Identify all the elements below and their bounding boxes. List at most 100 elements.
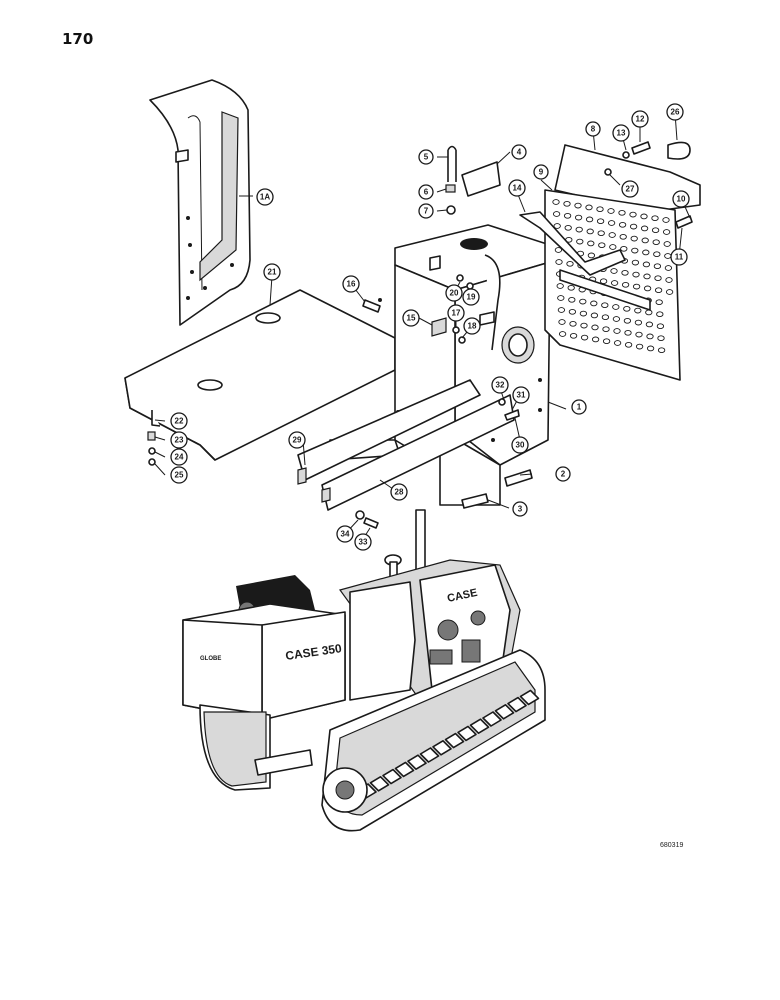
grille-hole (558, 331, 567, 337)
grille-hole (601, 302, 609, 309)
callout-circle (672, 190, 690, 208)
callout-circle (170, 431, 188, 449)
callout-circle (256, 188, 274, 206)
grille-hole (646, 345, 655, 352)
callout-circle (418, 149, 434, 165)
grille-hole (569, 320, 577, 327)
grille-hole (610, 280, 619, 286)
grille-hole (643, 285, 652, 292)
callout-circle (512, 501, 528, 517)
callout-circle (621, 180, 639, 198)
callout-25: 25 (170, 466, 188, 484)
grille-hole (651, 227, 660, 234)
callout-number: 31 (517, 391, 526, 400)
grille-hole (580, 334, 589, 341)
callout-10: 10 (672, 190, 690, 208)
crawler-tractor-illustration: CASE GLOBE CASE 350 (182, 509, 546, 832)
callout-33: 33 (354, 533, 372, 551)
grille-hole (635, 331, 643, 338)
callout-5: 5 (418, 149, 434, 165)
grille-hole (640, 225, 649, 232)
callout-number: 34 (341, 530, 350, 539)
grille-hole (631, 247, 639, 254)
callout-number: 30 (516, 441, 525, 450)
callout-circle (511, 436, 529, 454)
grille-hole (568, 308, 577, 315)
grille-hole (585, 216, 594, 223)
track-shoe (444, 732, 465, 749)
track-shoe (382, 768, 402, 785)
track-shoe (469, 718, 490, 734)
callout-27: 27 (621, 180, 639, 198)
grille-hole (599, 278, 608, 285)
callout-circle (170, 448, 188, 466)
grille-hole (621, 269, 629, 276)
callout-circle (571, 399, 587, 415)
grille-hole (586, 228, 594, 235)
grille-hole (554, 247, 563, 253)
grille-hole (640, 213, 648, 220)
callout-number: 32 (496, 381, 505, 390)
callout-circle (445, 284, 463, 302)
track-shoe (407, 754, 427, 770)
callout-3: 3 (512, 501, 528, 517)
page-number: 170 (62, 30, 94, 48)
callout-15: 15 (402, 309, 420, 327)
grille-hole (569, 332, 578, 339)
hood-panel-21 (124, 289, 396, 461)
track-shoe (432, 740, 452, 756)
callout-23: 23 (170, 431, 188, 449)
grille-hole (662, 229, 671, 235)
grille-assembly-8-9-10 (519, 144, 701, 381)
grille-hole (607, 208, 615, 214)
grille-hole (641, 237, 649, 244)
callout-circle (288, 431, 306, 449)
callout-circle (336, 525, 354, 543)
track-shoe (482, 711, 502, 727)
callout-12: 12 (631, 110, 649, 128)
grille-hole (580, 322, 588, 329)
grille-hole (575, 226, 583, 233)
grille-hole (651, 215, 659, 222)
hardware-fasteners (147, 141, 693, 529)
callout-number: 20 (450, 289, 459, 298)
callout-28: 28 (390, 483, 408, 501)
callout-circle (402, 309, 420, 327)
grille-hole (566, 260, 574, 267)
grille-hole (555, 259, 563, 265)
grille-hole (634, 319, 643, 326)
grille-hole (642, 249, 650, 256)
callout-21: 21 (263, 263, 281, 281)
callout-circle (612, 124, 630, 142)
callout-9: 9 (533, 164, 549, 180)
grille-hole (619, 233, 627, 240)
callout-number: 23 (175, 436, 184, 445)
grille-hole (643, 273, 651, 280)
grille-hole (610, 268, 618, 274)
grille-hole (662, 217, 670, 223)
grille-hole (623, 317, 632, 324)
guard-plates-28-29 (297, 379, 515, 511)
grille-hole (557, 307, 566, 313)
side-panel-1a (149, 79, 251, 326)
grille-hole (621, 281, 630, 288)
grille-hole (657, 347, 666, 354)
callout-17: 17 (447, 304, 465, 322)
grille-hole (632, 283, 641, 290)
grille-hole (597, 230, 605, 237)
callout-30: 30 (511, 436, 529, 454)
callout-circle (585, 121, 601, 137)
callout-number: 11 (675, 253, 684, 262)
grille-hole (596, 218, 605, 225)
figure-code: 680319 (660, 842, 684, 849)
callout-7: 7 (418, 203, 434, 219)
callout-number: 19 (467, 293, 476, 302)
callout-circle (263, 263, 281, 281)
callout-number: 12 (636, 115, 645, 124)
grille-hole (563, 200, 571, 207)
grille-hole (618, 221, 627, 228)
grille-hole (646, 333, 654, 340)
grille-hole (591, 324, 599, 331)
grille-hole (653, 263, 662, 270)
callout-number: 14 (513, 184, 522, 193)
